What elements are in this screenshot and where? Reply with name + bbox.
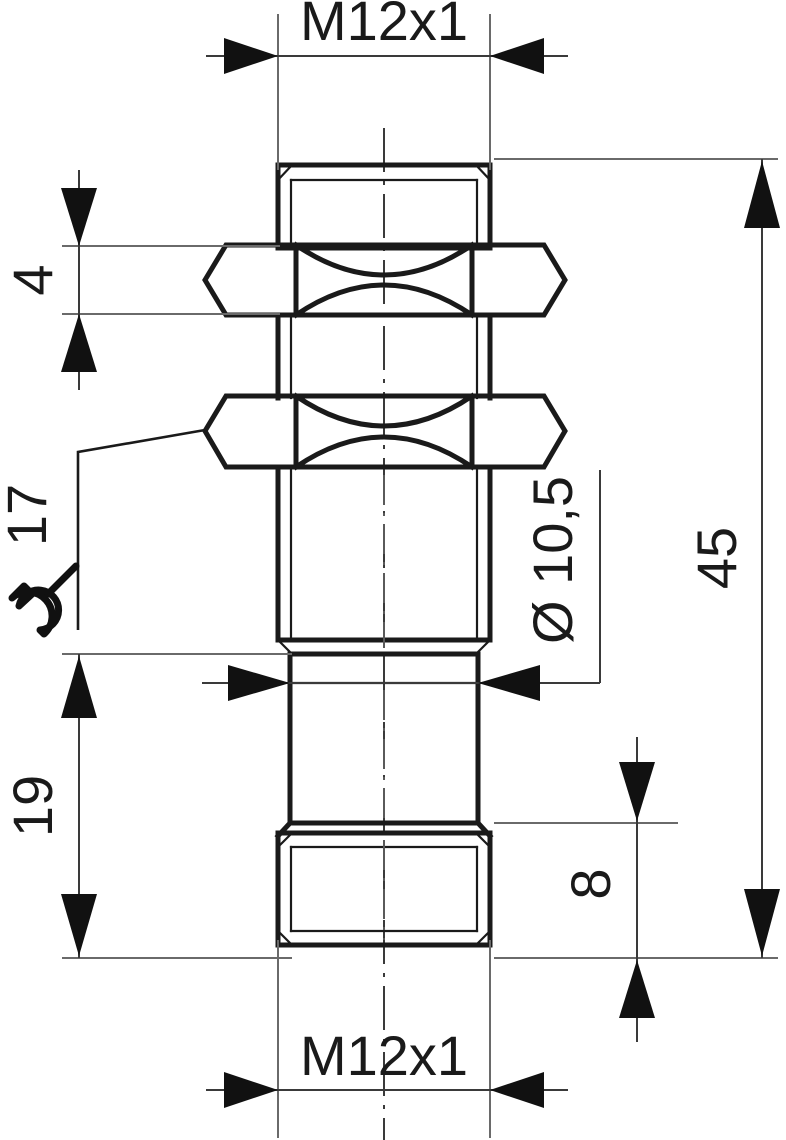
- top-thread-label: M12x1: [300, 0, 468, 52]
- nut-thickness-label: 4: [1, 264, 64, 295]
- upper-hex-nut: [202, 241, 568, 319]
- bottom-thread-dimension-group: M12x1: [206, 1024, 568, 1108]
- overall-length-dimension-group: 45: [685, 159, 780, 958]
- shaft-diameter-label: Ø 10,5: [521, 476, 584, 644]
- lower-length-label: 19: [1, 775, 64, 837]
- top-thread-dimension-group: M12x1: [206, 0, 568, 74]
- wrench-icon: [8, 562, 80, 638]
- main-body-section: [275, 464, 493, 657]
- barrel-between-nuts: [275, 312, 493, 401]
- tip-length-label: 8: [559, 868, 622, 899]
- extension-lines: [62, 14, 778, 1138]
- wrench-size-callout-group: 17: [0, 428, 206, 638]
- wrench-size-label: 17: [0, 484, 58, 546]
- lower-length-dimension-group: 19: [1, 654, 97, 958]
- bottom-thread-label: M12x1: [300, 1024, 468, 1087]
- tip-length-dimension-group: 8: [559, 737, 655, 1042]
- overall-length-label: 45: [685, 527, 748, 589]
- nut-thickness-dimension-group: 4: [1, 170, 97, 390]
- top-threaded-section: [275, 162, 493, 251]
- shaft-diameter-dimension-group: Ø 10,5: [202, 470, 601, 701]
